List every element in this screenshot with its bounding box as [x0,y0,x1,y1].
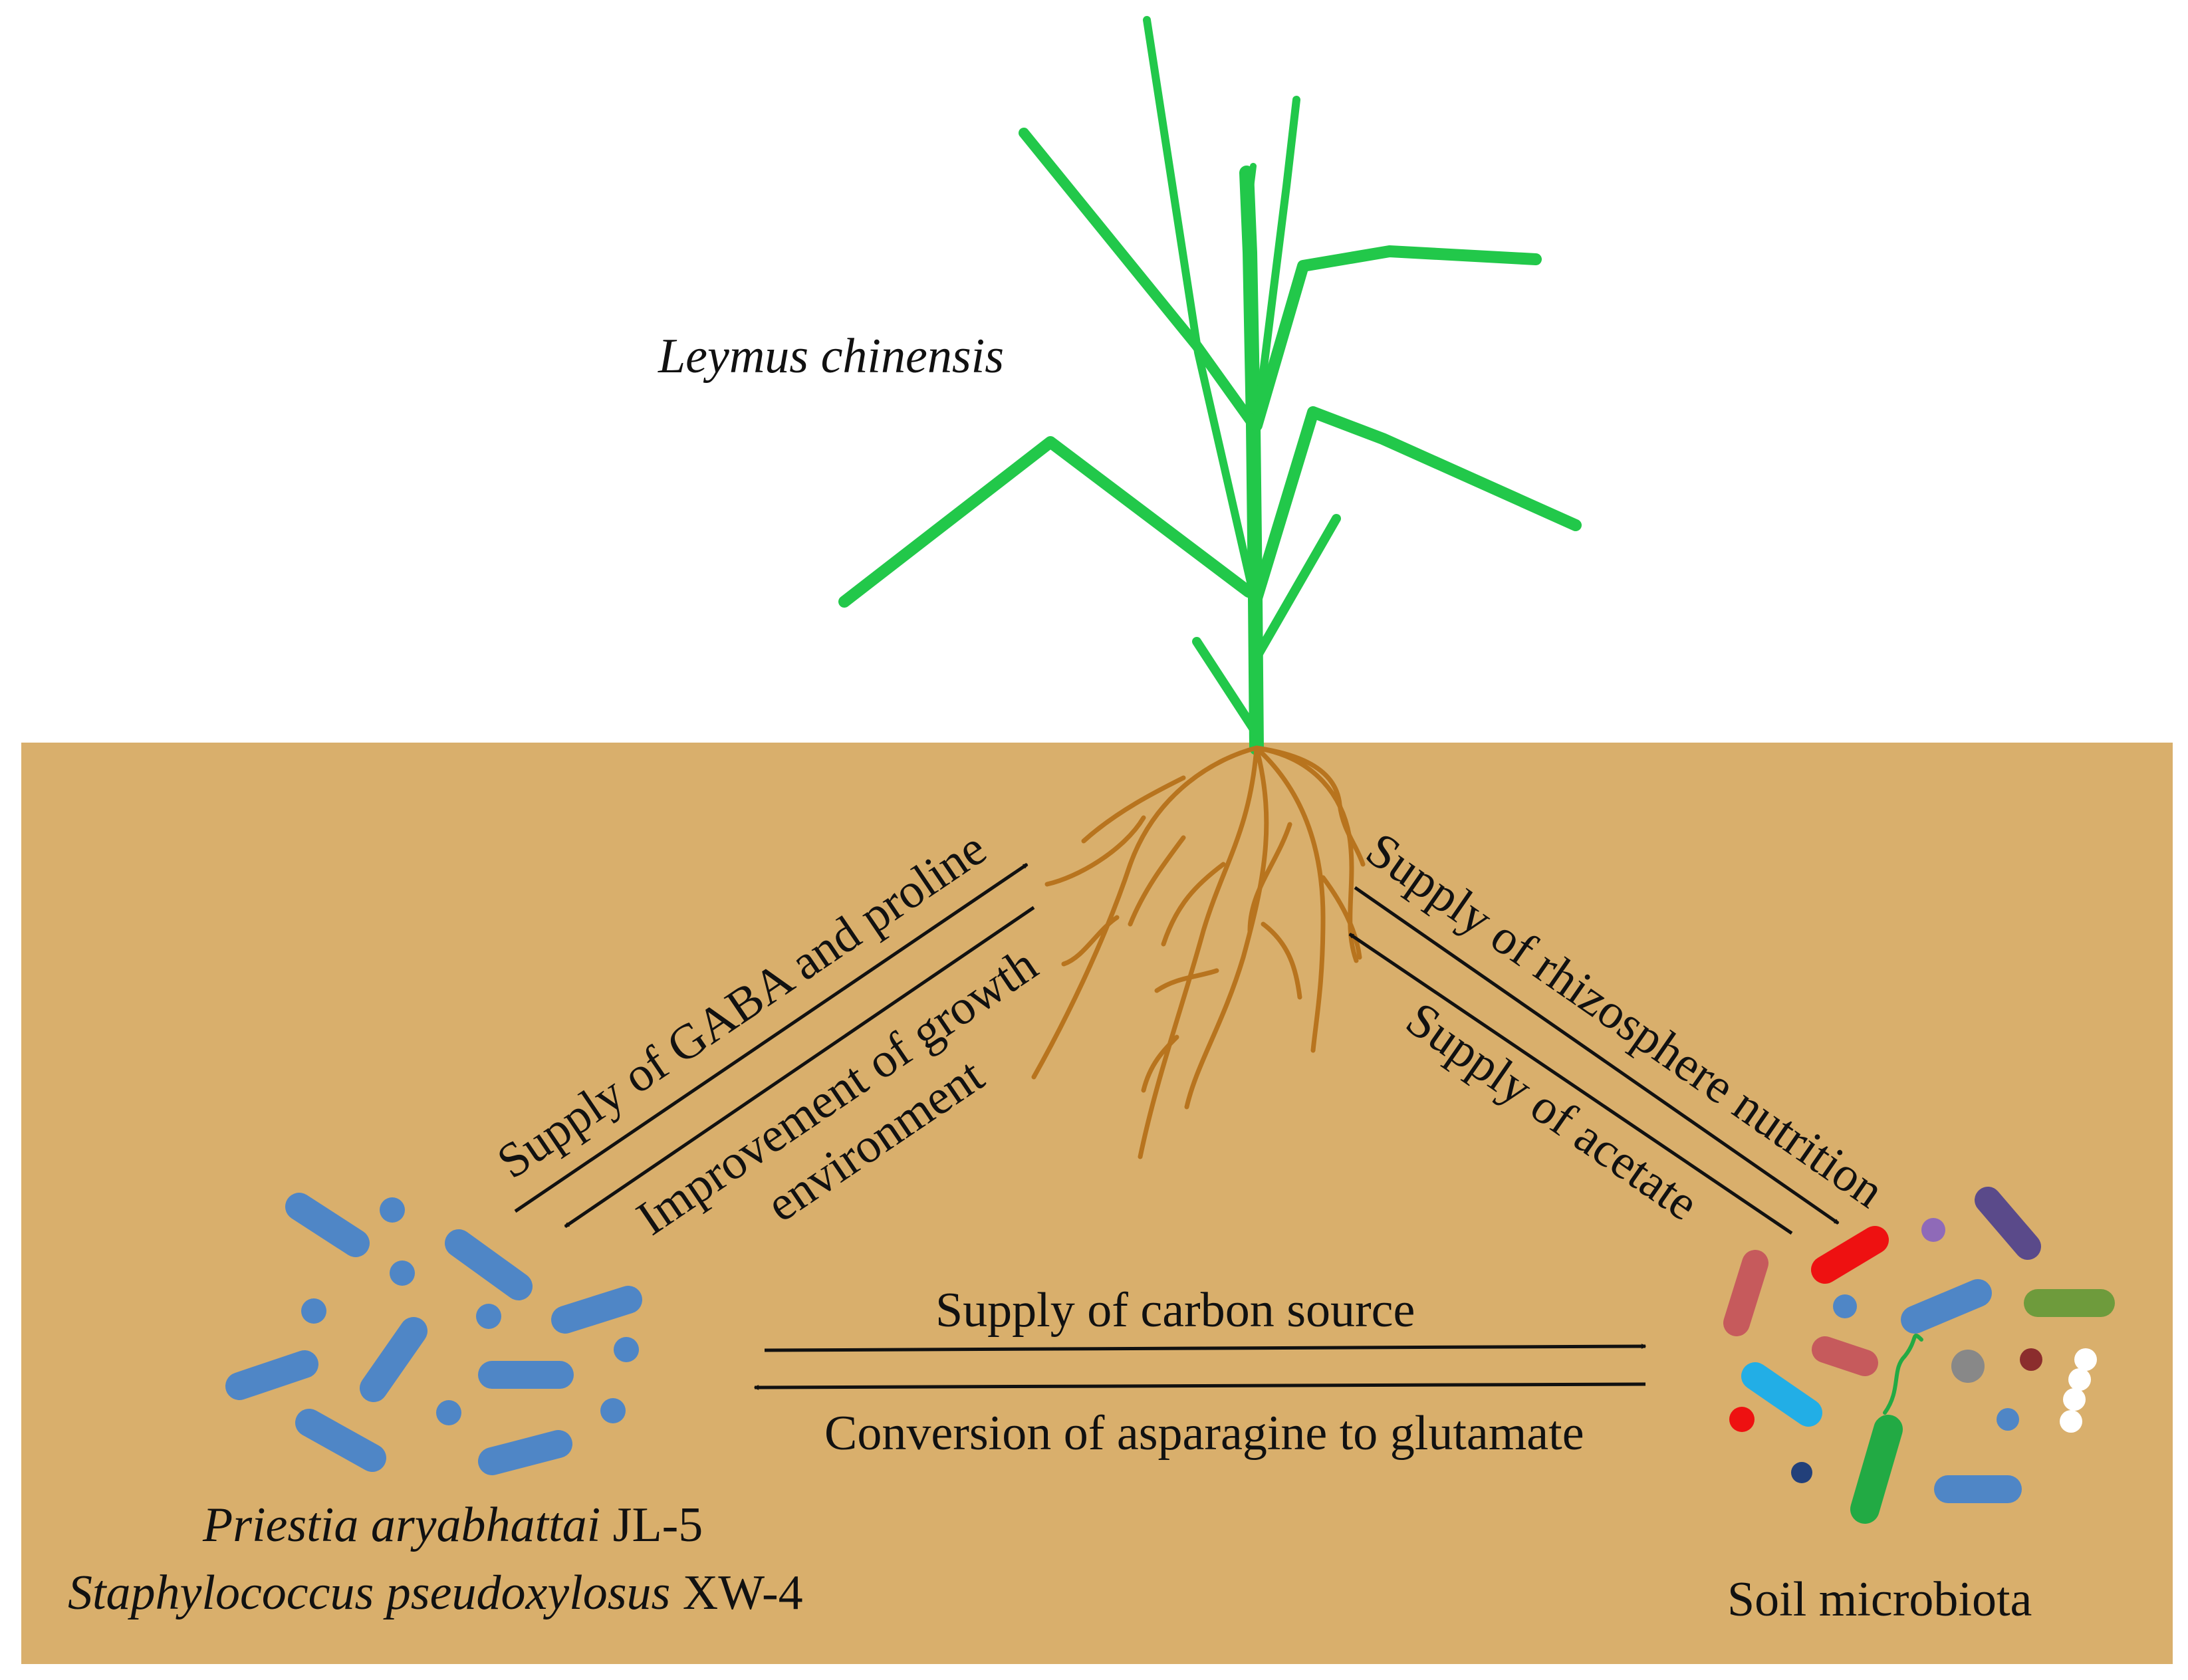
bacterium-rod [285,1193,370,1257]
strain-bacteria-cluster [225,1193,642,1475]
leaf [1251,245,1542,431]
leaf [1251,406,1582,604]
bacterium-coccus [600,1398,626,1423]
arrow-asparagine [755,1382,1646,1387]
root [1141,1034,1179,1093]
bacterium-rod [1741,1362,1822,1427]
bacterium-rod [1975,1187,2041,1260]
arrow-to-plant-gaba [514,862,1027,1213]
bacterium-rod [1723,1250,1768,1336]
root [1081,775,1186,844]
plant-roots [1031,745,1366,1159]
bacterium-coccus [1833,1294,1857,1318]
soil-microbiota-cluster [1723,1187,2115,1524]
soil-background [21,743,2173,1664]
plant-name-label: Leymus chinensis [658,329,1004,384]
leaf [1253,514,1341,660]
arrow-carbon-source [764,1346,1645,1352]
bacterium-coccus [614,1337,639,1362]
arrow-to-microbiota-rhizosphere [1354,886,1838,1225]
bacterium-coccus [476,1304,501,1329]
bacterium-coccus [1729,1407,1755,1432]
root [1161,862,1226,947]
strain-2-code: XW-4 [670,1566,802,1620]
bacterium-coccus [1791,1462,1812,1483]
root [1254,745,1326,1053]
bacterium-rod [445,1229,533,1300]
bacterium-rod [360,1317,427,1402]
bacterium-rod [225,1350,318,1400]
leaf [1253,96,1300,429]
bacterium-coccus [1951,1350,1985,1383]
strain-2-species: Staphylococcus pseudoxylosus [68,1566,670,1620]
root [1044,815,1146,887]
bacterium-coccus [2063,1388,2086,1411]
bacterium-coccus [301,1298,326,1324]
label-asparagine: Conversion of asparagine to glutamate [824,1406,1584,1461]
root [1261,921,1302,1000]
bacterium-rod [1811,1226,1889,1284]
root [1247,822,1292,933]
strain-line-2: Staphylococcus pseudoxylosus XW-4 [68,1566,803,1620]
bacterium-rod [551,1286,642,1334]
bacterium-coccus [380,1197,405,1223]
arrow-to-strains-growth [565,905,1035,1229]
bacterium-rod [1850,1415,1903,1524]
bacterium-coccus [1997,1408,2019,1431]
bacterium-coccus [2068,1368,2091,1391]
arrow-to-plant-acetate [1350,932,1793,1235]
bacterium-coccus [2060,1410,2082,1433]
bacterium-coccus [2074,1348,2097,1371]
bacterium-rod [295,1409,386,1472]
root [1320,875,1362,960]
strain-1-species: Priestia aryabhattai [202,1498,600,1552]
root [1154,968,1219,993]
root [1138,745,1259,1159]
leaf [1247,163,1257,402]
leymus-plant [838,16,1582,755]
soil-microbiota-label: Soil microbiota [1727,1572,2032,1627]
flagellum [1883,1334,1923,1415]
label-carbon-source: Supply of carbon source [935,1283,1415,1338]
bacterium-rod [478,1430,572,1475]
leaf [1143,16,1255,589]
bacterium-coccus [2020,1348,2042,1371]
root [1184,745,1269,1110]
strain-1-code: JL-5 [600,1498,703,1552]
bacterium-coccus [390,1260,415,1286]
root [1254,745,1366,867]
root [1061,915,1120,967]
root [1031,745,1259,1080]
leaf [838,436,1255,608]
bacterium-coccus [1921,1218,1945,1242]
bacterium-coccus [436,1400,461,1425]
bacterium-rod [1901,1279,1992,1334]
leaf [1192,637,1260,736]
root [1128,835,1186,927]
bacterium-rod [1812,1336,1878,1376]
leaf [1019,128,1259,431]
strain-line-1: Priestia aryabhattai JL-5 [202,1498,703,1552]
